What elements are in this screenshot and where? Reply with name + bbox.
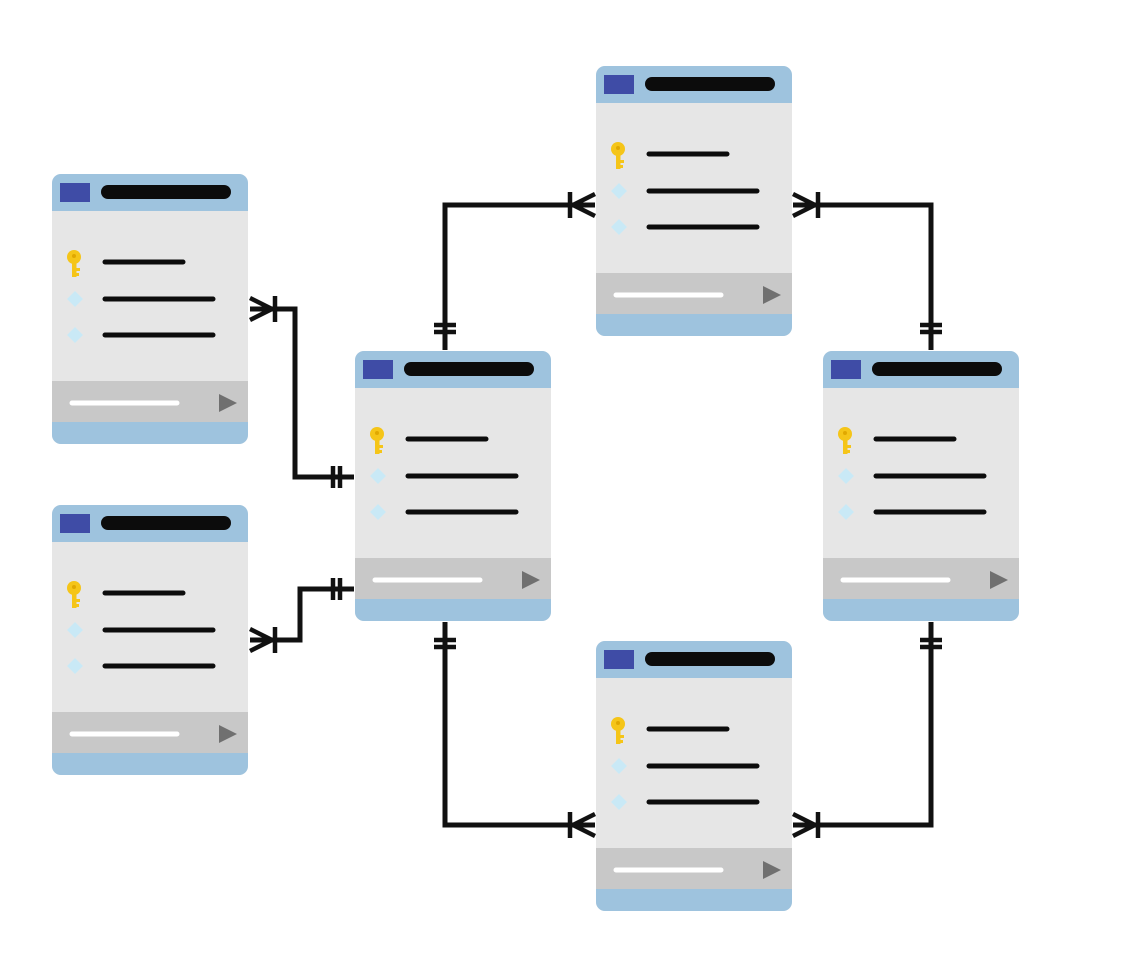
table-title-chip — [363, 360, 393, 379]
table-title-chip — [831, 360, 861, 379]
key-icon — [67, 250, 81, 277]
attribute-icon — [370, 504, 386, 520]
table-title-chip — [604, 650, 634, 669]
table-title-bar — [404, 362, 534, 376]
play-icon[interactable] — [219, 725, 237, 743]
relationship-right-bottom — [793, 622, 934, 828]
table-title-bar — [101, 516, 231, 530]
table-footer-base — [52, 422, 248, 444]
table-row — [67, 291, 216, 307]
table-row — [611, 219, 760, 235]
relationship-lines — [248, 191, 942, 839]
attribute-icon — [611, 183, 627, 199]
one-or-many-marker — [567, 811, 597, 839]
table-row — [611, 717, 730, 744]
key-icon — [370, 427, 384, 454]
exactly-one-marker — [330, 466, 343, 488]
table-title-bar — [645, 77, 775, 91]
table-right[interactable] — [823, 351, 1019, 621]
play-icon[interactable] — [763, 861, 781, 879]
table-footer-base — [52, 753, 248, 775]
attribute-icon — [67, 291, 83, 307]
relationship-right-top — [793, 202, 934, 350]
attribute-icon — [67, 622, 83, 638]
relationship-left-top-center — [250, 306, 354, 480]
table-title-chip — [60, 183, 90, 202]
relationship-center-top — [442, 202, 595, 350]
attribute-icon — [370, 468, 386, 484]
play-icon[interactable] — [990, 571, 1008, 589]
table-row — [370, 504, 519, 520]
one-or-many-marker — [791, 191, 821, 219]
table-left-top[interactable] — [52, 174, 248, 444]
table-title-bar — [872, 362, 1002, 376]
table-row — [370, 427, 489, 454]
attribute-icon — [611, 758, 627, 774]
key-icon — [838, 427, 852, 454]
exactly-one-marker — [434, 637, 456, 650]
table-row — [67, 581, 186, 608]
play-icon[interactable] — [522, 571, 540, 589]
table-center[interactable] — [355, 351, 551, 621]
table-footer-base — [596, 314, 792, 336]
attribute-icon — [67, 658, 83, 674]
table-row — [611, 794, 760, 810]
attribute-icon — [611, 219, 627, 235]
one-or-many-marker — [567, 191, 597, 219]
attribute-icon — [838, 504, 854, 520]
one-or-many-marker — [248, 626, 278, 654]
table-title-bar — [101, 185, 231, 199]
table-title-chip — [60, 514, 90, 533]
attribute-icon — [67, 327, 83, 343]
table-title-chip — [604, 75, 634, 94]
table-top[interactable] — [596, 66, 792, 336]
table-row — [611, 183, 760, 199]
table-footer-base — [823, 599, 1019, 621]
exactly-one-marker — [434, 322, 456, 335]
one-or-many-marker — [791, 811, 821, 839]
table-row — [67, 658, 216, 674]
attribute-icon — [838, 468, 854, 484]
table-row — [838, 468, 987, 484]
table-row — [611, 758, 760, 774]
exactly-one-marker — [920, 637, 942, 650]
entity-tables — [52, 66, 1019, 911]
relationship-center-bottom — [442, 622, 595, 828]
table-frame — [823, 351, 1019, 621]
exactly-one-marker — [330, 578, 343, 600]
table-row — [370, 468, 519, 484]
exactly-one-marker — [920, 322, 942, 335]
play-icon[interactable] — [763, 286, 781, 304]
attribute-icon — [611, 794, 627, 810]
table-row — [67, 250, 186, 277]
table-left-bottom[interactable] — [52, 505, 248, 775]
table-row — [67, 327, 216, 343]
one-or-many-marker — [248, 295, 278, 323]
play-icon[interactable] — [219, 394, 237, 412]
table-row — [838, 427, 957, 454]
table-row — [611, 142, 730, 169]
key-icon — [611, 717, 625, 744]
table-footer-base — [355, 599, 551, 621]
key-icon — [67, 581, 81, 608]
table-row — [67, 622, 216, 638]
table-footer-base — [596, 889, 792, 911]
table-bottom[interactable] — [596, 641, 792, 911]
table-title-bar — [645, 652, 775, 666]
table-row — [838, 504, 987, 520]
key-icon — [611, 142, 625, 169]
